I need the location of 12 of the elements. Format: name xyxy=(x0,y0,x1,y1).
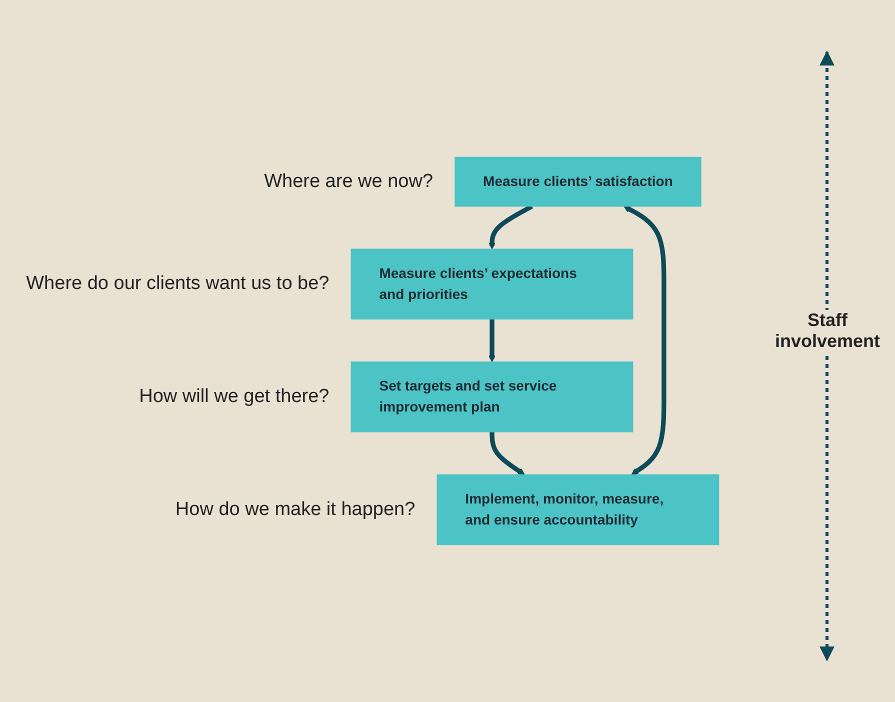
question-text: Where do our clients want us to be? xyxy=(26,273,330,296)
arrow xyxy=(488,319,496,362)
question-text: How do we make it happen? xyxy=(175,498,416,521)
question-text: Where are we now? xyxy=(264,170,434,193)
node-box: Set targets and set service improvement plan xyxy=(350,362,634,432)
arrow xyxy=(490,432,525,475)
node-box: Measure clients’ satisfaction xyxy=(454,156,702,207)
node-box: Measure clients’ expectations and priorities xyxy=(350,248,634,320)
arrow xyxy=(624,206,666,475)
arrow xyxy=(488,204,534,250)
node-box: Implement, monitor, measure, and ensure accountability xyxy=(436,474,720,546)
question-text: How will we get there? xyxy=(139,386,330,408)
